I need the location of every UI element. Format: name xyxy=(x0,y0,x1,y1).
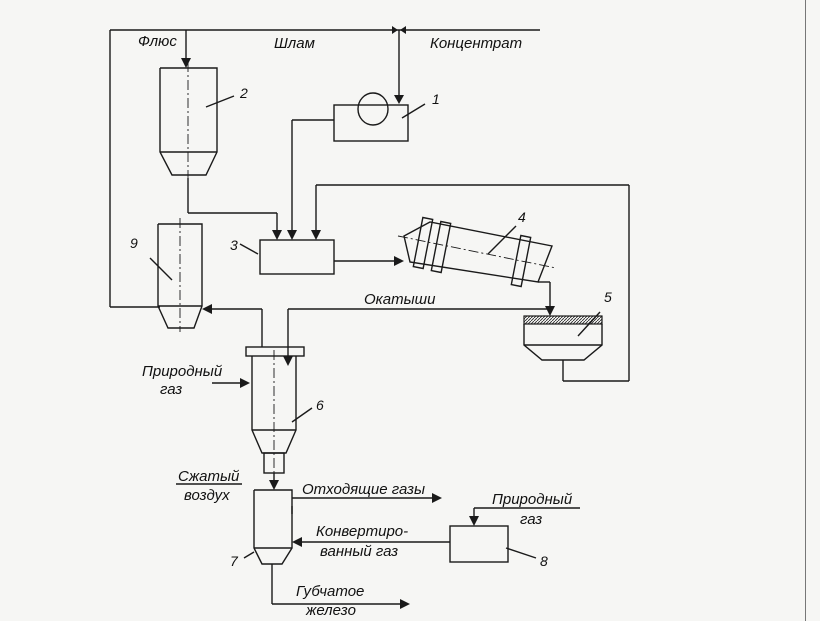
unit-5-pellet-bin xyxy=(523,311,603,361)
unit-number-3: 3 xyxy=(230,237,238,253)
unit-4-pelletizer-drum xyxy=(397,216,557,316)
label-pellets: Окатыши xyxy=(364,291,436,308)
unit-7-converter xyxy=(243,489,442,609)
unit-number-1: 1 xyxy=(432,91,440,107)
pellets-line xyxy=(202,304,550,366)
unit-1-filter xyxy=(333,92,426,142)
unit-number-5: 5 xyxy=(604,289,612,305)
unit-6-shaft-furnace xyxy=(212,346,313,490)
label-sponge-iron-line1: Губчатое xyxy=(296,583,364,600)
label-natural-gas-1-line2: газ xyxy=(160,381,182,398)
label-compressed-air-line2: воздух xyxy=(184,487,230,504)
label-natural-gas-2-line1: Природный xyxy=(492,491,573,508)
unit-8-gas-converter xyxy=(292,507,580,563)
label-sludge: Шлам xyxy=(274,35,315,52)
unit-number-6: 6 xyxy=(316,397,324,413)
unit-3-mixer xyxy=(239,239,404,275)
top-feed-lines xyxy=(109,26,540,308)
label-sponge-iron-line2: железо xyxy=(305,602,356,619)
unit-number-2: 2 xyxy=(239,85,248,101)
unit-number-4: 4 xyxy=(518,209,526,225)
label-natural-gas-1-line1: Природный xyxy=(142,363,223,380)
unit-number-9: 9 xyxy=(130,235,138,251)
label-compressed-air-line1: Сжатый xyxy=(178,468,240,485)
unit1-to-mixer3-line xyxy=(287,119,334,240)
label-natural-gas-2-line2: газ xyxy=(520,511,542,528)
bunker2-to-mixer3-line xyxy=(187,178,282,240)
label-concentrate: Концентрат xyxy=(430,35,522,52)
return-loop-line xyxy=(311,184,630,382)
unit-number-7: 7 xyxy=(230,553,239,569)
unit-number-8: 8 xyxy=(540,553,548,569)
label-converted-gas-line2: ванный газ xyxy=(320,543,398,560)
unit-2-flux-bunker xyxy=(159,62,235,178)
label-flux: Флюс xyxy=(138,33,177,50)
unit-9-bunker xyxy=(149,218,203,332)
label-off-gases: Отходящие газы xyxy=(302,481,425,498)
label-converted-gas-line1: Конвертиро- xyxy=(316,523,408,540)
